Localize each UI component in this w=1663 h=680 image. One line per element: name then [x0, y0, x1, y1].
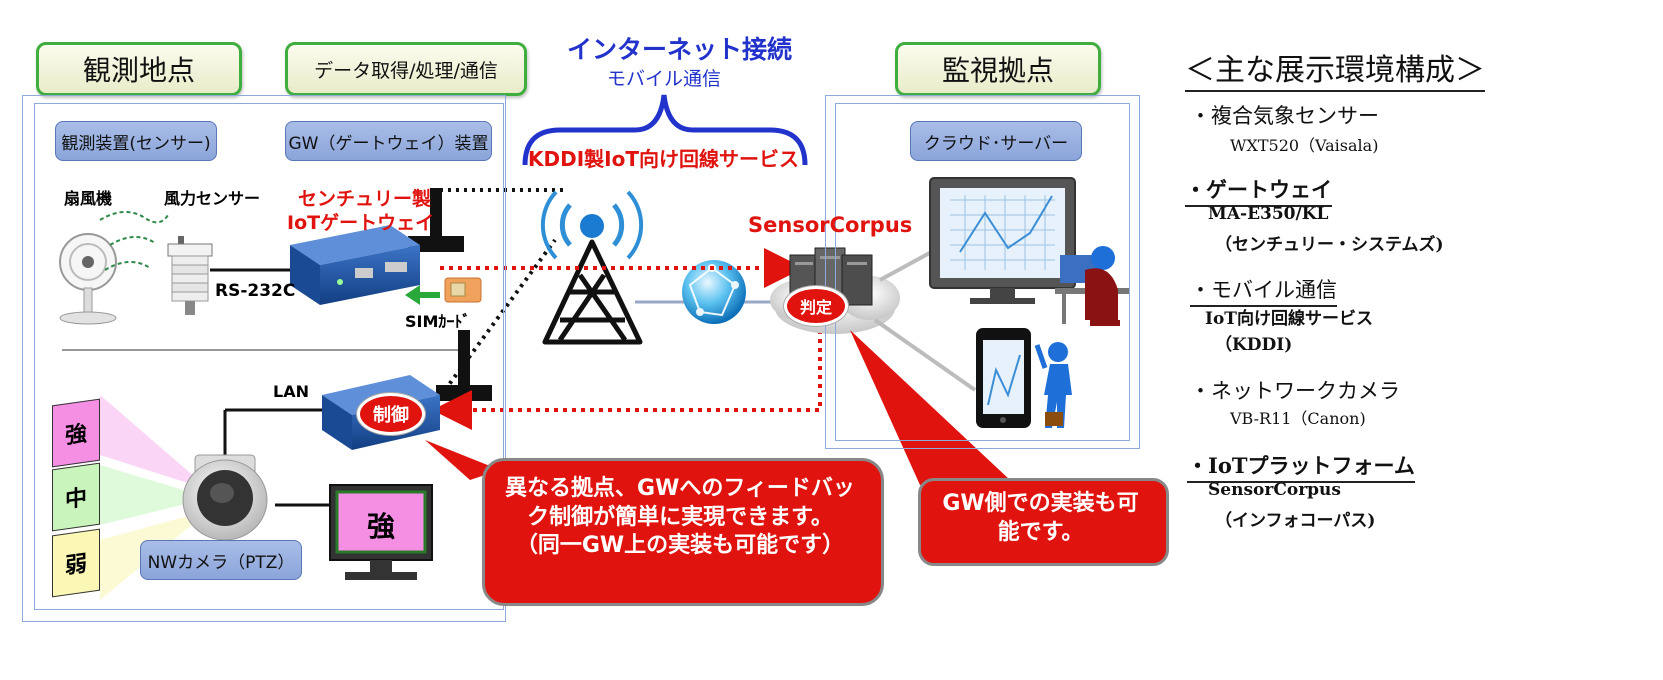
env-item-camera: ・ネットワークカメラ	[1190, 379, 1400, 403]
env-item-platform-detail: SensorCorpus	[1208, 480, 1341, 500]
century-gw-line1: センチュリー製	[298, 188, 432, 210]
callout-left	[482, 458, 884, 606]
internet-subtitle: モバイル通信	[607, 68, 722, 90]
callout-left-line3: （同一GW上の実装も可能です）	[515, 533, 845, 559]
monitoring-site-header: 監視拠点	[895, 42, 1101, 96]
cables	[210, 268, 330, 507]
internet-brace	[522, 94, 808, 166]
nw-camera-text: NWカメラ（PTZ）	[147, 552, 295, 573]
tower-top	[580, 214, 604, 238]
data-processing-header: データ取得/処理/通信	[285, 42, 527, 96]
env-item-platform-detail2: （インフォコーパス)	[1215, 511, 1376, 531]
sim-card-icon	[444, 277, 482, 303]
observation-panel-inner	[34, 103, 504, 610]
control-badge: 制御	[357, 393, 425, 435]
antenna-tower	[542, 239, 643, 345]
level-strong: 強	[52, 398, 100, 468]
monitoring-site-label: 監視拠点	[941, 54, 1054, 87]
antenna-links	[440, 188, 565, 392]
sim-card-label: SIMｶｰﾄﾞ	[405, 312, 471, 331]
judgement-text: 判定	[799, 298, 832, 317]
callout-right-text: GW側での実装も可 能です。	[922, 490, 1159, 547]
observation-site-label: 観測地点	[82, 54, 195, 87]
env-item-mobile-detail2: （KDDI)	[1215, 335, 1293, 355]
env-item-weather-sensor-detail: WXT520（Vaisala)	[1230, 136, 1379, 155]
century-gw-line2: IoTゲートウェイ	[287, 212, 435, 234]
internet-title: インターネット接続	[567, 35, 793, 64]
env-item-weather-sensor: ・複合気象センサー	[1190, 104, 1379, 128]
callout-left-line2: ク制御が簡単に実現できます。	[527, 504, 833, 530]
rs232c-label: RS-232C	[215, 281, 296, 301]
kddi-service-label: KDDI製IoT向け回線サービス	[528, 147, 799, 171]
level-medium-text: 中	[64, 485, 87, 514]
nw-camera-label: NWカメラ（PTZ）	[140, 540, 302, 580]
level-weak: 弱	[52, 528, 100, 598]
monitor-icon	[929, 177, 1076, 304]
level-medium: 中	[52, 462, 100, 532]
fan-label: 扇風機	[64, 189, 113, 208]
person-at-desk-icon	[1055, 246, 1130, 326]
observation-panel-outer	[22, 95, 506, 622]
monitoring-panel-inner	[835, 103, 1130, 441]
cloud-server-text: クラウド･サーバー	[923, 133, 1069, 154]
callout-left-line1: 異なる拠点、GWへのフィードバッ	[505, 476, 855, 501]
env-item-gateway: ・ゲートウェイ	[1185, 174, 1332, 207]
sim-arrow	[405, 285, 440, 305]
fan-icon	[59, 233, 117, 325]
env-item-gateway-detail: MA-E350/KL	[1208, 204, 1329, 224]
monitoring-panel-outer	[825, 95, 1140, 449]
data-flow-arrows	[432, 248, 822, 430]
callout-right-line1: GW側での実装も可	[942, 491, 1139, 516]
control-text: 制御	[373, 405, 409, 426]
level-weak-text: 弱	[64, 551, 87, 580]
gw-device-label: GW（ゲートウェイ）装置	[285, 121, 492, 161]
monitor-strength-text: 強	[367, 510, 396, 543]
person-standing-icon	[1034, 342, 1072, 428]
callout-pointer-right	[850, 330, 1010, 485]
env-item-platform: ・IoTプラットフォーム	[1187, 450, 1415, 483]
callout-pointer-left	[425, 440, 500, 480]
level-strong-text: 強	[64, 421, 87, 450]
gateway-device-icon	[290, 225, 420, 305]
wind-sensor-label: 風力センサー	[164, 189, 261, 208]
callout-right	[918, 478, 1169, 566]
judgement-badge: 判定	[784, 286, 848, 326]
gw-device-text: GW（ゲートウェイ）装置	[288, 133, 489, 154]
env-item-mobile-detail: IoT向け回線サービス	[1205, 309, 1373, 329]
sensor-device-label: 観測装置(センサー)	[55, 121, 217, 161]
tower-signal	[540, 190, 644, 260]
wind-lines	[99, 211, 169, 271]
env-item-camera-detail: VB-R11（Canon)	[1230, 409, 1366, 428]
callout-right-line2: 能です。	[997, 519, 1084, 545]
lan-label: LAN	[273, 382, 309, 401]
display-monitor-icon	[329, 484, 433, 580]
env-item-mobile: ・モバイル通信	[1190, 274, 1337, 307]
observation-site-header: 観測地点	[36, 42, 242, 96]
sensor-device-text: 観測装置(センサー)	[61, 133, 211, 154]
cloud-server-label: クラウド･サーバー	[910, 121, 1082, 161]
data-processing-label: データ取得/処理/通信	[314, 59, 498, 82]
env-item-gateway-detail2: （センチュリー・システムズ)	[1215, 235, 1444, 255]
sensorcorpus-label: SensorCorpus	[748, 213, 913, 237]
env-title: ＜主な展示環境構成＞	[1185, 45, 1485, 92]
callout-left-text: 異なる拠点、GWへのフィードバッ ク制御が簡単に実現できます。 （同一GW上の実…	[492, 475, 868, 561]
smartphone-icon	[976, 328, 1031, 428]
wind-sensor-icon	[167, 236, 213, 315]
ptz-camera-icon	[182, 454, 268, 541]
